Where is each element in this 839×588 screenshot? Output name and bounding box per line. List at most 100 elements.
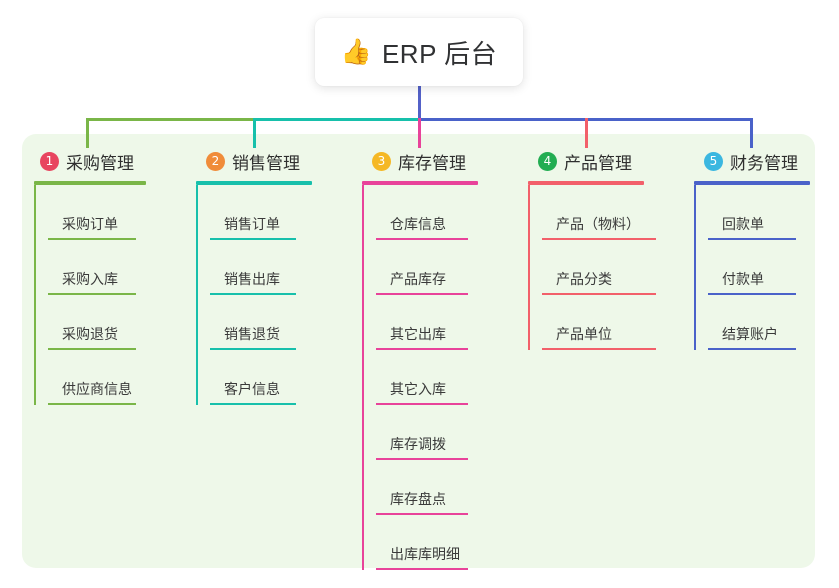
branch-item-label: 采购入库: [62, 271, 118, 287]
branch-item-underline: [48, 238, 136, 240]
connector-drop-teal: [253, 118, 256, 148]
branch-item-label: 产品单位: [556, 326, 612, 342]
branch-item[interactable]: 出库库明细: [376, 515, 478, 570]
branch-item[interactable]: 销售订单: [210, 185, 312, 240]
branch-item-list: 回款单付款单结算账户: [694, 185, 810, 350]
branch-title: 采购管理: [66, 153, 134, 173]
root-node-title: ERP 后台: [381, 38, 498, 69]
branch-header-underline: [196, 181, 312, 185]
branch-column-4: 4 产品管理产品（物料） 产品分类产品单位: [528, 148, 656, 350]
branch-item-underline: [48, 348, 136, 350]
branch-item-list: 产品（物料） 产品分类产品单位: [528, 185, 656, 350]
branch-item-underline: [708, 348, 796, 350]
branch-spine: [528, 185, 530, 350]
branch-item-label: 其它出库: [390, 326, 446, 342]
branch-header-5[interactable]: 5 财务管理: [694, 148, 810, 174]
branch-spine: [34, 185, 36, 405]
branch-column-5: 5 财务管理回款单付款单结算账户: [694, 148, 810, 350]
branch-header-1[interactable]: 1 采购管理: [34, 148, 146, 174]
branch-item-underline: [376, 293, 468, 295]
branch-item-underline: [376, 348, 468, 350]
branch-item-label: 其它入库: [390, 381, 446, 397]
branch-header-underline: [34, 181, 146, 185]
branch-item[interactable]: 库存调拨: [376, 405, 478, 460]
branch-item-label: 回款单: [722, 216, 764, 232]
branch-item[interactable]: 其它出库: [376, 295, 478, 350]
branch-item[interactable]: 销售退货: [210, 295, 312, 350]
branch-item[interactable]: 付款单: [708, 240, 810, 295]
branch-spine: [694, 185, 696, 350]
branch-item[interactable]: 库存盘点: [376, 460, 478, 515]
root-node-card[interactable]: 👍 ERP 后台: [315, 18, 523, 86]
branch-spine: [196, 185, 198, 405]
branch-item-underline: [542, 238, 656, 240]
branch-item[interactable]: 仓库信息: [376, 185, 478, 240]
branch-item[interactable]: 其它入库: [376, 350, 478, 405]
branch-item-label: 采购订单: [62, 216, 118, 232]
branch-item-label: 库存调拨: [390, 436, 446, 452]
branch-item[interactable]: 采购退货: [48, 295, 146, 350]
branch-item-underline: [376, 458, 468, 460]
branch-item[interactable]: 采购订单: [48, 185, 146, 240]
branch-item[interactable]: 产品单位: [542, 295, 656, 350]
connector-drop-blue: [750, 118, 753, 148]
branch-item-underline: [376, 513, 468, 515]
branch-item-underline: [48, 403, 136, 405]
connector-drop-salmon: [585, 118, 588, 148]
branch-item-label: 产品库存: [390, 271, 446, 287]
branch-item-underline: [542, 293, 656, 295]
branch-header-underline: [694, 181, 810, 185]
branch-title: 库存管理: [398, 153, 466, 173]
branch-item[interactable]: 回款单: [708, 185, 810, 240]
branch-item-label: 出库库明细: [390, 546, 460, 562]
branch-item-label: 销售订单: [224, 216, 280, 232]
branch-number-badge: 5: [704, 151, 723, 171]
branch-item-label: 库存盘点: [390, 491, 446, 507]
branch-item-underline: [48, 293, 136, 295]
branch-header-4[interactable]: 4 产品管理: [528, 148, 644, 174]
branch-column-3: 3 库存管理仓库信息产品库存其它出库其它入库库存调拨库存盘点出库库明细: [362, 148, 478, 570]
branch-header-underline: [528, 181, 644, 185]
branch-number-badge: 2: [206, 151, 225, 171]
branch-item-list: 销售订单销售出库销售退货客户信息: [196, 185, 312, 405]
branch-title: 产品管理: [564, 153, 632, 173]
branch-item-label: 付款单: [722, 271, 764, 287]
branch-item-label: 客户信息: [224, 381, 280, 397]
branch-item[interactable]: 销售出库: [210, 240, 312, 295]
branch-item[interactable]: 结算账户: [708, 295, 810, 350]
thumbs-up-icon: 👍: [340, 37, 372, 66]
branch-spine: [362, 185, 364, 570]
branch-item-label: 采购退货: [62, 326, 118, 342]
branch-item-label: 产品（物料）: [556, 216, 640, 232]
branch-item[interactable]: 产品（物料）: [542, 185, 656, 240]
branch-item[interactable]: 产品库存: [376, 240, 478, 295]
diagram-background-panel: [22, 134, 815, 568]
connector-segment-green: [86, 118, 254, 121]
branch-item-list: 仓库信息产品库存其它出库其它入库库存调拨库存盘点出库库明细: [362, 185, 478, 570]
connector-root-stem: [418, 86, 421, 121]
branch-item-underline: [376, 238, 468, 240]
branch-number-badge: 4: [538, 151, 557, 171]
branch-item-label: 仓库信息: [390, 216, 446, 232]
branch-item[interactable]: 产品分类: [542, 240, 656, 295]
connector-drop-green: [86, 118, 89, 148]
branch-item-label: 产品分类: [556, 271, 612, 287]
branch-item[interactable]: 供应商信息: [48, 350, 146, 405]
connector-segment-teal: [254, 118, 419, 121]
branch-number-badge: 1: [40, 151, 59, 171]
branch-item-underline: [376, 403, 468, 405]
branch-item-label: 供应商信息: [62, 381, 132, 397]
branch-number-badge: 3: [372, 151, 391, 171]
branch-title: 财务管理: [730, 153, 798, 173]
branch-item[interactable]: 采购入库: [48, 240, 146, 295]
branch-item-list: 采购订单采购入库采购退货供应商信息: [34, 185, 146, 405]
branch-item-label: 结算账户: [722, 326, 778, 342]
branch-item-underline: [210, 293, 296, 295]
branch-header-3[interactable]: 3 库存管理: [362, 148, 478, 174]
branch-item[interactable]: 客户信息: [210, 350, 312, 405]
branch-item-underline: [210, 348, 296, 350]
branch-column-1: 1 采购管理采购订单采购入库采购退货供应商信息: [34, 148, 146, 405]
branch-item-underline: [210, 238, 296, 240]
